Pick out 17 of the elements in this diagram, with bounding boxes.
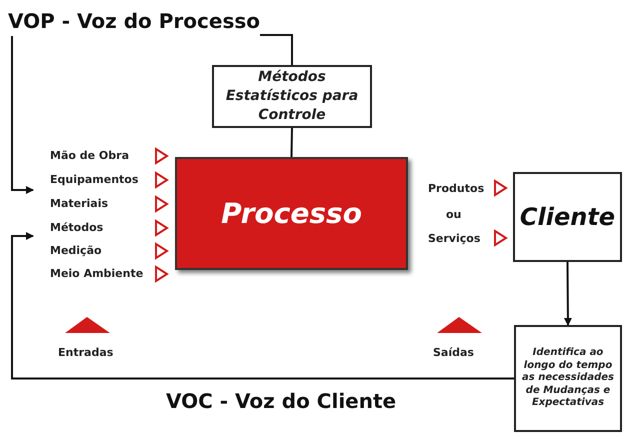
process-box: Métodos Estatísticos para Controle — [212, 65, 372, 128]
process-box: Cliente — [513, 172, 622, 262]
text-label: Entradas — [58, 345, 114, 361]
text-label: Produtos — [428, 181, 484, 197]
text-label: Equipamentos — [50, 172, 138, 188]
text-label: Serviços — [428, 231, 480, 247]
text-label: Materiais — [50, 196, 108, 212]
process-box: Processo — [175, 157, 408, 270]
connector-arrow — [11, 232, 514, 380]
text-label: Medição — [50, 243, 102, 259]
text-label: Saídas — [433, 345, 474, 361]
text-label: Meio Ambiente — [50, 266, 144, 282]
connector-arrow — [564, 262, 572, 326]
text-label: Mão de Obra — [50, 148, 129, 164]
text-label: Métodos — [50, 220, 104, 236]
process-box: Identifica ao longo do tempo as necessidades de Mudanças e Expectativas — [514, 325, 622, 432]
text-label: ou — [446, 207, 462, 223]
